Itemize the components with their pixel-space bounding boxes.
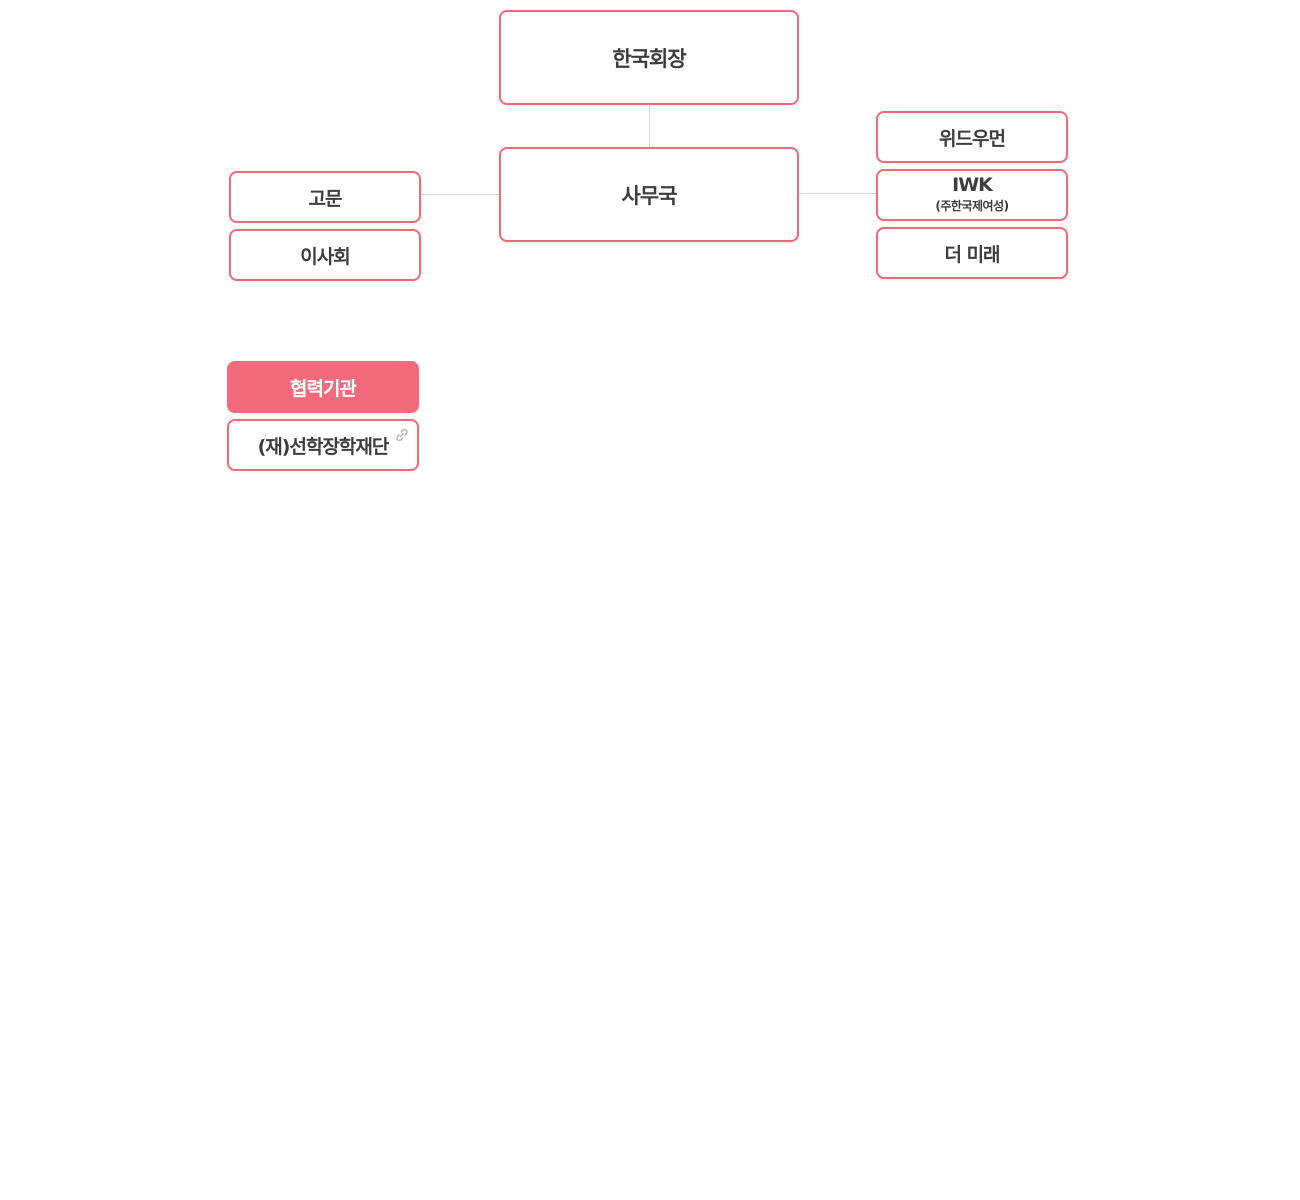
connector-top-to-center xyxy=(649,104,650,148)
connector-center-to-left xyxy=(421,194,500,195)
org-node-the-future: 더 미래 xyxy=(876,227,1068,279)
org-node-iwk: IWK (주한국제여성) xyxy=(876,169,1068,221)
org-node-label: 한국회장 xyxy=(612,46,686,71)
partner-label: (재)선학장학재단 xyxy=(257,435,390,458)
org-node-label: 위드우먼 xyxy=(939,127,1006,150)
org-node-label: 더 미래 xyxy=(944,243,1000,266)
partners-header: 협력기관 xyxy=(227,361,419,413)
partner-link-sunhak-foundation[interactable]: (재)선학장학재단 xyxy=(227,419,419,471)
connector-center-to-right xyxy=(799,193,876,194)
link-icon xyxy=(396,428,408,442)
org-node-advisor: 고문 xyxy=(229,171,421,223)
org-node-label: 고문 xyxy=(308,187,343,210)
org-node-with-woman: 위드우먼 xyxy=(876,111,1068,163)
partners-header-label: 협력기관 xyxy=(290,377,357,400)
org-node-secretariat: 사무국 xyxy=(499,147,799,242)
org-node-sublabel: (주한국제여성) xyxy=(935,198,1009,213)
org-node-board: 이사회 xyxy=(229,229,421,281)
org-node-label: IWK xyxy=(952,174,993,197)
org-node-label: 사무국 xyxy=(621,183,678,208)
org-node-label: 이사회 xyxy=(300,245,350,268)
org-node-president: 한국회장 xyxy=(499,10,799,105)
